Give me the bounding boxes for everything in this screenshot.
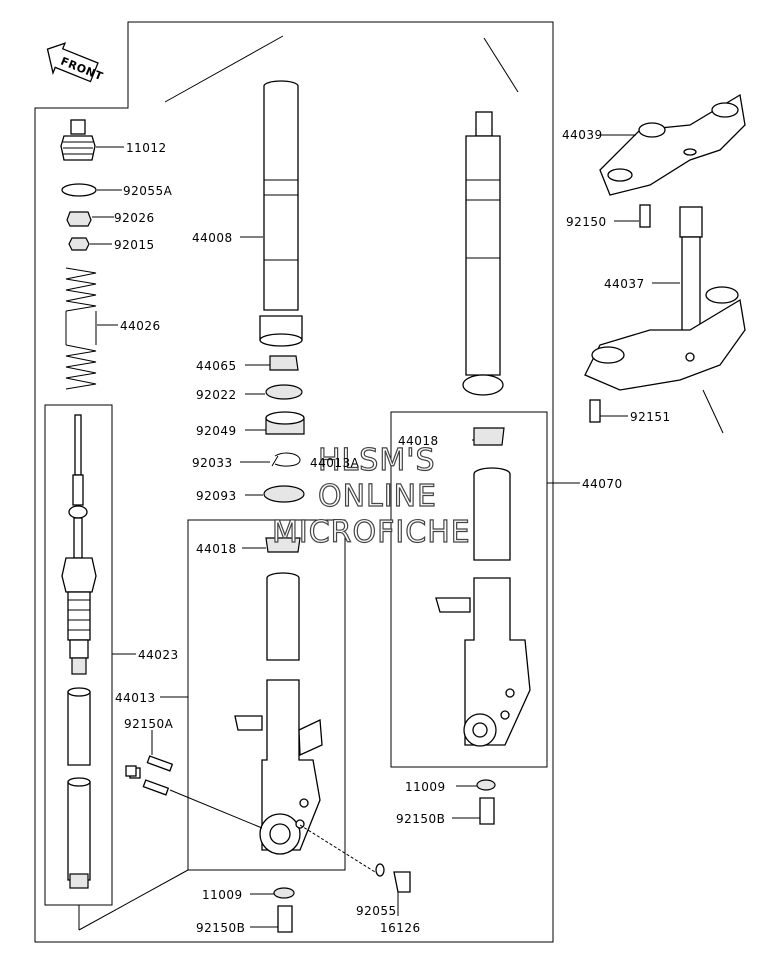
label-44013A: 44013A <box>310 456 360 470</box>
outer-tube-left <box>234 537 323 855</box>
label-44008: 44008 <box>192 231 233 245</box>
inner-tube-right <box>462 111 504 396</box>
label-92026: 92026 <box>114 211 155 225</box>
spacer-washer <box>66 211 92 227</box>
label-16126: 16126 <box>380 921 421 935</box>
label-92150: 92150 <box>566 215 607 229</box>
gasket-right <box>476 779 496 791</box>
watermark-line1: HLSM'S <box>318 443 436 478</box>
fork-cap-bolt <box>60 119 96 161</box>
watermark-line2: ONLINE <box>318 479 437 514</box>
label-44070: 44070 <box>582 477 623 491</box>
label-44018-right: 44018 <box>398 434 439 448</box>
watermark-line3: MICROFICHE <box>272 515 471 550</box>
guide-bushing <box>269 355 299 371</box>
circlip <box>271 452 301 467</box>
label-92150B-right: 92150B <box>396 812 445 826</box>
steering-stem <box>584 206 746 391</box>
label-44026: 44026 <box>120 319 161 333</box>
drain-bolt-left <box>277 905 293 933</box>
drain-bolt-right <box>479 797 495 825</box>
label-44037: 44037 <box>604 277 645 291</box>
stem-clamp-bolt <box>589 399 601 423</box>
label-92150A: 92150A <box>124 717 174 731</box>
outer-tube-box-right <box>390 411 548 768</box>
gasket-left <box>273 887 295 899</box>
label-92055: 92055 <box>356 904 397 918</box>
front-arrow-icon: FRONT <box>46 42 105 83</box>
inner-tube-left <box>164 35 303 347</box>
label-44013: 44013 <box>115 691 156 705</box>
label-92049: 92049 <box>196 424 237 438</box>
outer-tube-box-left <box>187 519 346 871</box>
label-44065: 44065 <box>196 359 237 373</box>
label-92022: 92022 <box>196 388 237 402</box>
seal-washer <box>265 384 303 400</box>
label-92150B-left: 92150B <box>196 921 245 935</box>
label-11012: 11012 <box>126 141 167 155</box>
small-o-ring <box>375 863 385 877</box>
label-92093: 92093 <box>196 489 237 503</box>
air-valve <box>393 871 411 893</box>
label-92151: 92151 <box>630 410 671 424</box>
label-92015: 92015 <box>114 238 155 252</box>
bracket-bolt <box>639 204 651 228</box>
label-92033: 92033 <box>192 456 233 470</box>
dust-seal <box>263 485 305 503</box>
outer-tube-right <box>435 427 531 747</box>
label-44023: 44023 <box>138 648 179 662</box>
label-44039: 44039 <box>562 128 603 142</box>
label-44018-left: 44018 <box>196 542 237 556</box>
upper-bracket <box>599 93 746 196</box>
label-11009-right: 11009 <box>405 780 446 794</box>
damper-rod-assembly <box>61 414 97 889</box>
label-92055A: 92055A <box>123 184 173 198</box>
label-11009-left: 11009 <box>202 888 243 902</box>
axle-clamp-bolts <box>125 730 174 796</box>
o-ring <box>61 183 97 197</box>
lock-nut <box>68 237 90 251</box>
fork-spring <box>65 267 97 390</box>
outer-frame <box>34 21 554 943</box>
